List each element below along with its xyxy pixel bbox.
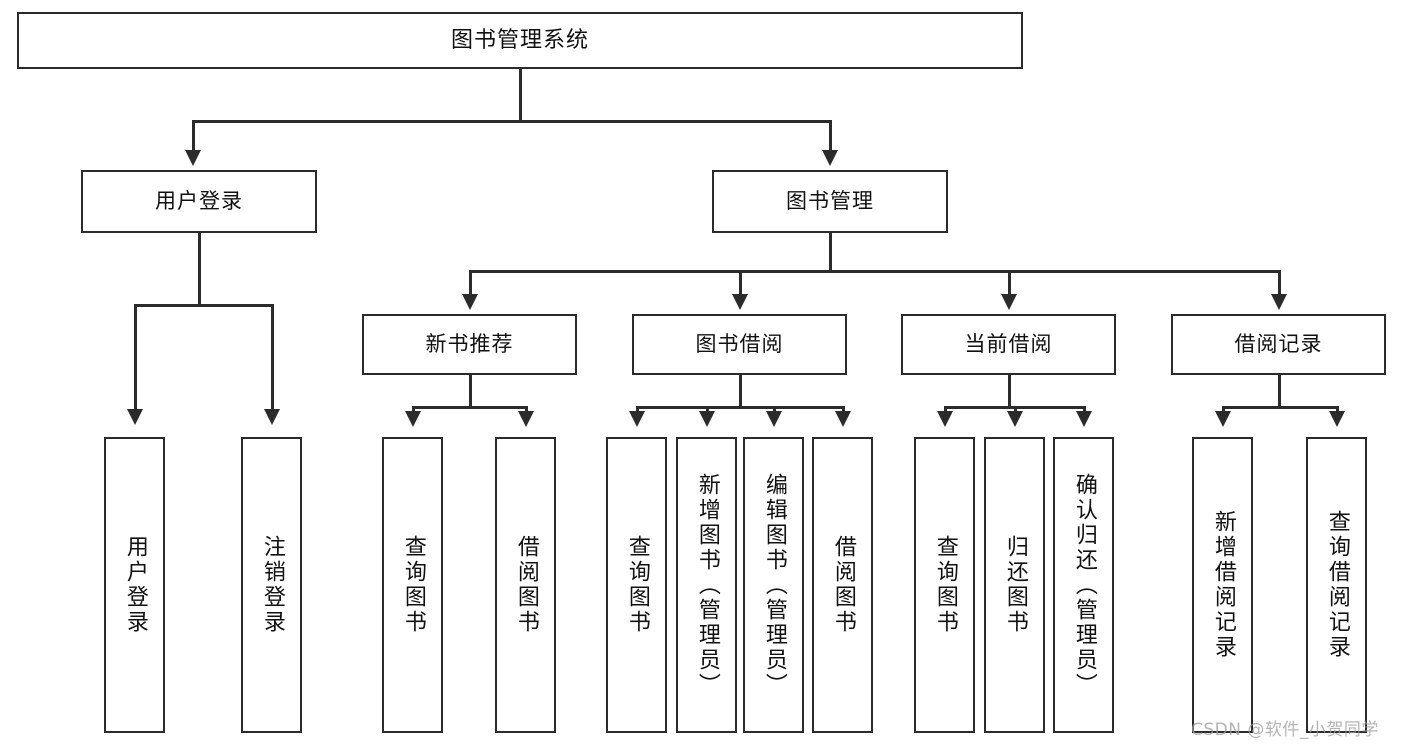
node-label: 确认归还（管理员） [1071,472,1097,698]
connector-book-borrow-drop-4 [842,406,845,412]
connector-book-manage-stem [829,233,832,271]
arrow-borrow-record-leaf-1 [1215,411,1231,427]
arrow-book-manage-child-4 [1271,294,1287,310]
leaf-query-book-3[interactable]: 查询图书 [914,437,975,733]
leaf-query-book-1[interactable]: 查询图书 [382,437,443,733]
arrow-book-manage-child-2 [732,294,748,310]
arrow-book-manage-child-3 [1001,294,1017,310]
node-label: 注销登录 [259,535,285,635]
leaf-user-logout[interactable]: 注销登录 [241,437,302,733]
node-label: 借阅图书 [830,535,856,635]
connector-book-manage-drop-4 [1278,270,1281,294]
node-label: 编辑图书（管理员） [761,472,787,698]
connector-current-borrow-bus [944,406,1083,409]
arrow-current-borrow-leaf-3 [1076,411,1092,427]
arrow-book-borrow-leaf-4 [835,411,851,427]
connector-new-book-stem [469,375,472,407]
connector-borrow-record-stem [1278,375,1281,407]
connector-borrow-record-drop-2 [1336,406,1339,412]
node-label: 新增图书（管理员） [694,472,720,698]
node-label: 借阅图书 [513,535,539,635]
connector-book-borrow-drop-1 [636,406,639,412]
connector-book-borrow-bus [636,406,842,409]
node-label: 查询图书 [624,535,650,635]
node-label: 用户登录 [155,189,243,214]
connector-root-to-book-manage [829,120,832,150]
arrow-current-borrow-leaf-2 [1007,411,1023,427]
node-book-borrow[interactable]: 图书借阅 [632,314,847,375]
node-new-book-recommend[interactable]: 新书推荐 [362,314,577,375]
node-current-borrow[interactable]: 当前借阅 [901,314,1116,375]
node-label: 归还图书 [1002,535,1028,635]
arrow-root-to-user-login [185,150,201,166]
node-root-system[interactable]: 图书管理系统 [17,12,1023,69]
connector-user-login-drop-2 [271,304,274,409]
connector-borrow-record-drop-1 [1222,406,1225,412]
arrow-new-book-leaf-1 [405,411,421,427]
leaf-edit-book[interactable]: 编辑图书（管理员） [743,437,804,733]
node-label: 借阅记录 [1234,332,1323,357]
connector-current-borrow-stem [1008,375,1011,407]
connector-book-borrow-drop-2 [706,406,709,412]
arrow-root-to-book-manage [822,150,838,166]
leaf-confirm-return[interactable]: 确认归还（管理员） [1053,437,1114,733]
arrow-book-manage-child-1 [462,294,478,310]
connector-new-book-drop-2 [525,406,528,412]
connector-new-book-bus [412,406,528,409]
node-label: 查询图书 [400,535,426,635]
arrow-book-borrow-leaf-2 [699,411,715,427]
arrow-user-login-leaf-2 [264,409,280,425]
leaf-query-book-2[interactable]: 查询图书 [606,437,667,733]
node-label: 新书推荐 [425,332,514,357]
connector-book-borrow-drop-3 [773,406,776,412]
connector-root-stem [519,69,522,121]
connector-user-login-drop-1 [134,304,137,409]
arrow-current-borrow-leaf-1 [937,411,953,427]
node-label: 用户登录 [122,535,148,635]
leaf-borrow-book-2[interactable]: 借阅图书 [812,437,873,733]
node-borrow-record[interactable]: 借阅记录 [1171,314,1386,375]
node-label: 图书借阅 [695,332,784,357]
leaf-add-record[interactable]: 新增借阅记录 [1192,437,1253,733]
arrow-user-login-leaf-1 [127,409,143,425]
leaf-query-record[interactable]: 查询借阅记录 [1306,437,1367,733]
node-book-manage[interactable]: 图书管理 [712,170,948,233]
connector-book-manage-drop-3 [1008,270,1011,294]
connector-root-bus [192,120,831,123]
arrow-book-borrow-leaf-1 [629,411,645,427]
node-user-login[interactable]: 用户登录 [81,170,317,233]
leaf-return-book[interactable]: 归还图书 [984,437,1045,733]
connector-new-book-drop-1 [412,406,415,412]
node-label: 查询图书 [932,535,958,635]
arrow-new-book-leaf-2 [518,411,534,427]
connector-current-borrow-drop-3 [1083,406,1086,412]
connector-user-login-bus [134,304,271,307]
node-label: 新增借阅记录 [1210,510,1236,660]
arrow-book-borrow-leaf-3 [766,411,782,427]
connector-book-manage-drop-2 [739,270,742,294]
connector-book-borrow-stem [739,375,742,407]
connector-borrow-record-bus [1222,406,1339,409]
connector-book-manage-bus [469,270,1280,273]
leaf-borrow-book-1[interactable]: 借阅图书 [495,437,556,733]
node-label: 图书管理系统 [450,27,589,53]
connector-current-borrow-drop-2 [1014,406,1017,412]
connector-root-to-user-login [192,120,195,150]
node-label: 图书管理 [786,189,874,214]
connector-user-login-stem [198,233,201,305]
node-label: 当前借阅 [964,332,1053,357]
arrow-borrow-record-leaf-2 [1329,411,1345,427]
connector-book-manage-drop-1 [469,270,472,294]
node-label: 查询借阅记录 [1324,510,1350,660]
leaf-add-book[interactable]: 新增图书（管理员） [676,437,737,733]
connector-current-borrow-drop-1 [944,406,947,412]
leaf-user-login[interactable]: 用户登录 [104,437,165,733]
